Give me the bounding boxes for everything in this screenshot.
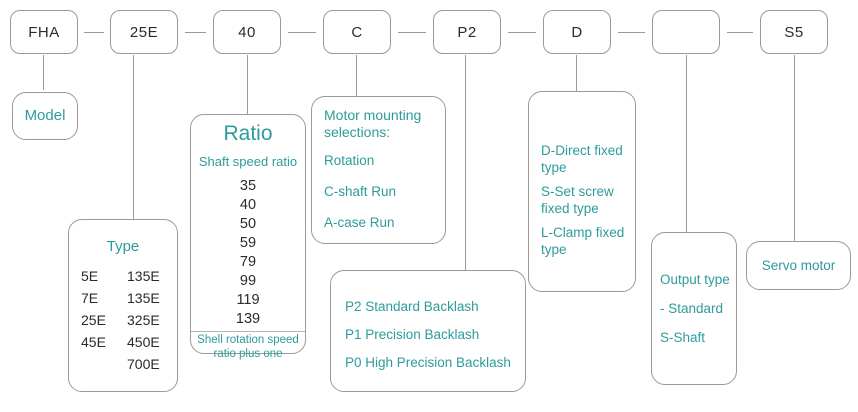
type-item: 7E [81,290,99,306]
connector-dash-2 [185,32,206,33]
ratio-value: 35 [239,178,257,194]
detail-box-backlash[interactable]: P2 Standard Backlash P1 Precision Backla… [330,270,526,392]
connector-line-backlash [465,55,466,270]
type-item: 135E [127,290,160,306]
backlash-item: P2 Standard Backlash [345,299,479,314]
mounting-item: C-shaft Run [324,184,397,199]
code-box-ratio-label: 40 [238,23,256,41]
code-box-fixing-label: D [571,23,583,41]
output-item: - Standard [660,301,724,316]
type-item: 135E [127,268,160,284]
fixing-item: D-Direct fixed type [541,143,623,175]
connector-dash-4 [398,32,426,33]
output-item: S-Shaft [660,330,706,345]
detail-type-title: Type [106,238,140,255]
fixing-item: L-Clamp fixed type [541,225,625,257]
type-item: 5E [81,268,99,284]
connector-dash-6 [618,32,645,33]
detail-box-mounting[interactable]: Motor mounting selections: Rotation C-sh… [311,96,446,244]
detail-box-servo[interactable]: Servo motor [746,241,851,290]
detail-model-label: Model [24,107,66,124]
ratio-value: 79 [239,254,257,270]
type-item: 45E [81,334,106,350]
code-box-backlash-label: P2 [457,23,477,41]
backlash-item: P1 Precision Backlash [345,327,480,342]
ratio-value: 50 [239,216,257,232]
code-box-backlash[interactable]: P2 [433,10,501,54]
detail-output-title: Output type [660,272,730,287]
code-box-type-label: 25E [129,23,159,41]
ratio-value: 59 [239,235,257,251]
detail-servo-label: Servo motor [761,258,836,273]
detail-ratio-title: Ratio [223,122,273,145]
type-item: 700E [127,356,160,372]
connector-line-ratio [247,55,248,114]
code-box-type[interactable]: 25E [110,10,178,54]
code-box-output[interactable] [652,10,720,54]
backlash-item: P0 High Precision Backlash [345,355,511,370]
detail-box-type[interactable]: Type 5E 7E 25E 45E 135E 135E 325E 450E 7… [68,219,178,392]
connector-line-type [133,55,134,220]
code-box-model[interactable]: FHA [10,10,78,54]
ratio-value: 139 [235,311,261,327]
fixing-item: S-Set screw fixed type [541,184,614,216]
code-box-mounting[interactable]: C [323,10,391,54]
connector-dash-3 [288,32,316,33]
code-box-mounting-label: C [351,23,363,41]
code-box-servo[interactable]: S5 [760,10,828,54]
ratio-value: 119 [236,292,260,308]
code-box-ratio[interactable]: 40 [213,10,281,54]
connector-dash-1 [84,32,104,33]
connector-line-fixing [576,55,577,91]
connector-dash-7 [727,32,753,33]
type-item: 450E [127,334,160,350]
detail-box-output[interactable]: Output type - Standard S-Shaft [651,232,737,385]
type-column-left: 5E 7E 25E 45E [81,265,106,353]
detail-ratio-subtitle: Shaft speed ratio [198,154,298,169]
detail-box-ratio[interactable]: Ratio Shaft speed ratio 35 40 50 59 79 9… [190,114,306,360]
code-box-fixing[interactable]: D [543,10,611,54]
connector-dash-5 [508,32,536,33]
type-item: 325E [127,312,160,328]
type-item: 25E [81,312,106,328]
connector-line-model [43,55,44,90]
ratio-footer-divider [191,331,305,332]
connector-line-mounting [356,55,357,96]
detail-mounting-heading: Motor mounting selections: [324,107,422,140]
code-box-model-label: FHA [28,23,60,41]
ratio-value: 99 [239,273,257,289]
connector-line-servo [794,55,795,241]
detail-box-model[interactable]: Model [12,92,78,140]
connector-line-output [686,55,687,232]
mounting-item: A-case Run [324,215,395,230]
code-box-servo-label: S5 [784,23,804,41]
mounting-item: Rotation [324,153,375,168]
detail-ratio-footer: Shell rotation speed ratio plus one [197,334,299,360]
ratio-value: 40 [239,197,257,213]
type-column-right: 135E 135E 325E 450E 700E [127,265,160,375]
detail-box-fixing[interactable]: D-Direct fixed type S-Set screw fixed ty… [528,91,636,292]
